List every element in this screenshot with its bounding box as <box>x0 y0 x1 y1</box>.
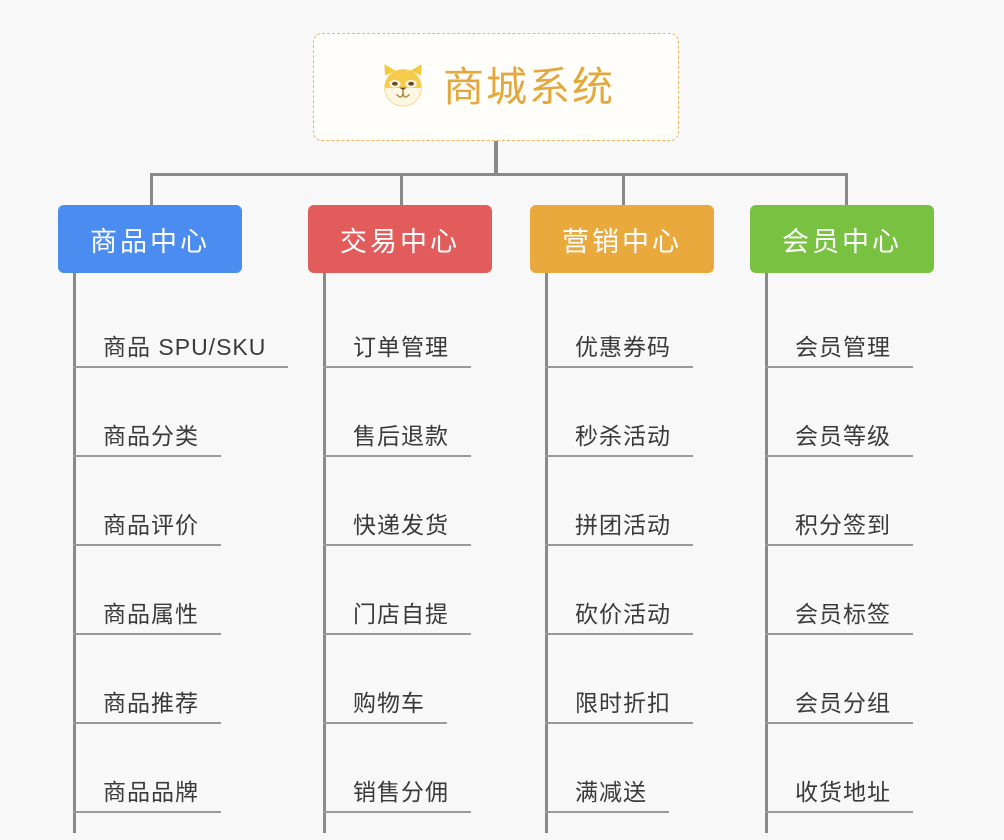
leaf-item[interactable]: 会员等级 <box>765 368 913 457</box>
leaf-item[interactable]: 商品 SPU/SKU <box>73 279 289 368</box>
connector-drop-3 <box>622 173 625 207</box>
shiba-dog-face-icon <box>384 64 422 107</box>
trunk-line-3 <box>545 273 548 833</box>
leaf-label: 商品分类 <box>103 423 199 450</box>
connector-horizontal-bus <box>150 173 848 176</box>
connector-drop-4 <box>845 173 848 207</box>
leaf-label: 门店自提 <box>353 601 449 628</box>
leaf-item[interactable]: 满减送 <box>545 724 669 813</box>
leaf-item[interactable]: 会员标签 <box>765 546 913 635</box>
leaf-label: 会员等级 <box>795 423 891 450</box>
leaf-label: 满减送 <box>575 779 647 806</box>
leaf-item[interactable]: 砍价活动 <box>545 546 693 635</box>
leaf-label: 售后退款 <box>353 423 449 450</box>
leaf-item[interactable]: 限时折扣 <box>545 635 693 724</box>
root-node[interactable]: 商城系统 <box>313 33 679 141</box>
leaf-label: 会员分组 <box>795 690 891 717</box>
leaf-item[interactable]: 订单管理 <box>323 279 471 368</box>
leaf-label: 商品属性 <box>103 601 199 628</box>
category-label-3: 营销中心 <box>562 226 682 257</box>
leaf-item[interactable]: 购物车 <box>323 635 447 724</box>
leaf-item[interactable]: 门店自提 <box>323 546 471 635</box>
leaf-label: 会员管理 <box>795 334 891 361</box>
leaf-label: 收货地址 <box>795 779 891 806</box>
connector-drop-1 <box>150 173 153 207</box>
root-title: 商城系统 <box>443 63 615 110</box>
leaf-label: 订单管理 <box>353 334 449 361</box>
leaf-item[interactable]: 秒杀活动 <box>545 368 693 457</box>
leaf-item[interactable]: 拼团活动 <box>545 457 693 546</box>
leaf-item[interactable]: 售后退款 <box>323 368 471 457</box>
leaf-label: 拼团活动 <box>575 512 671 539</box>
category-label-4: 会员中心 <box>782 226 902 257</box>
leaf-item[interactable]: 优惠券码 <box>545 279 693 368</box>
category-label-1: 商品中心 <box>90 226 210 257</box>
trunk-line-4 <box>765 273 768 833</box>
leaf-item[interactable]: 商品推荐 <box>73 635 221 724</box>
leaf-item[interactable]: 会员管理 <box>765 279 913 368</box>
connector-root-stem <box>494 141 498 175</box>
leaf-item[interactable]: 商品品牌 <box>73 724 221 813</box>
leaf-label: 秒杀活动 <box>575 423 671 450</box>
leaf-label: 商品品牌 <box>103 779 199 806</box>
category-label-2: 交易中心 <box>340 226 460 257</box>
leaf-label: 商品推荐 <box>103 690 199 717</box>
leaf-item[interactable]: 商品评价 <box>73 457 221 546</box>
leaf-item[interactable]: 积分签到 <box>765 457 913 546</box>
category-box-2[interactable]: 交易中心 <box>308 205 492 273</box>
leaf-label: 积分签到 <box>795 512 891 539</box>
category-box-3[interactable]: 营销中心 <box>530 205 714 273</box>
leaf-label: 优惠券码 <box>575 334 671 361</box>
category-box-1[interactable]: 商品中心 <box>58 205 242 273</box>
leaf-label: 销售分佣 <box>353 779 449 806</box>
leaf-label: 限时折扣 <box>575 690 671 717</box>
leaf-label: 购物车 <box>353 690 425 717</box>
leaf-item[interactable]: 快递发货 <box>323 457 471 546</box>
leaf-label: 商品评价 <box>103 512 199 539</box>
leaf-label: 砍价活动 <box>575 601 671 628</box>
leaf-item[interactable]: 商品属性 <box>73 546 221 635</box>
leaf-item[interactable]: 会员分组 <box>765 635 913 724</box>
leaf-item[interactable]: 销售分佣 <box>323 724 471 813</box>
trunk-line-2 <box>323 273 326 833</box>
connector-drop-2 <box>400 173 403 207</box>
leaf-label: 快递发货 <box>353 512 449 539</box>
trunk-line-1 <box>73 273 76 833</box>
leaf-item[interactable]: 收货地址 <box>765 724 913 813</box>
leaf-label: 会员标签 <box>795 601 891 628</box>
category-box-4[interactable]: 会员中心 <box>750 205 934 273</box>
leaf-item[interactable]: 商品分类 <box>73 368 221 457</box>
leaf-label: 商品 SPU/SKU <box>103 334 267 361</box>
